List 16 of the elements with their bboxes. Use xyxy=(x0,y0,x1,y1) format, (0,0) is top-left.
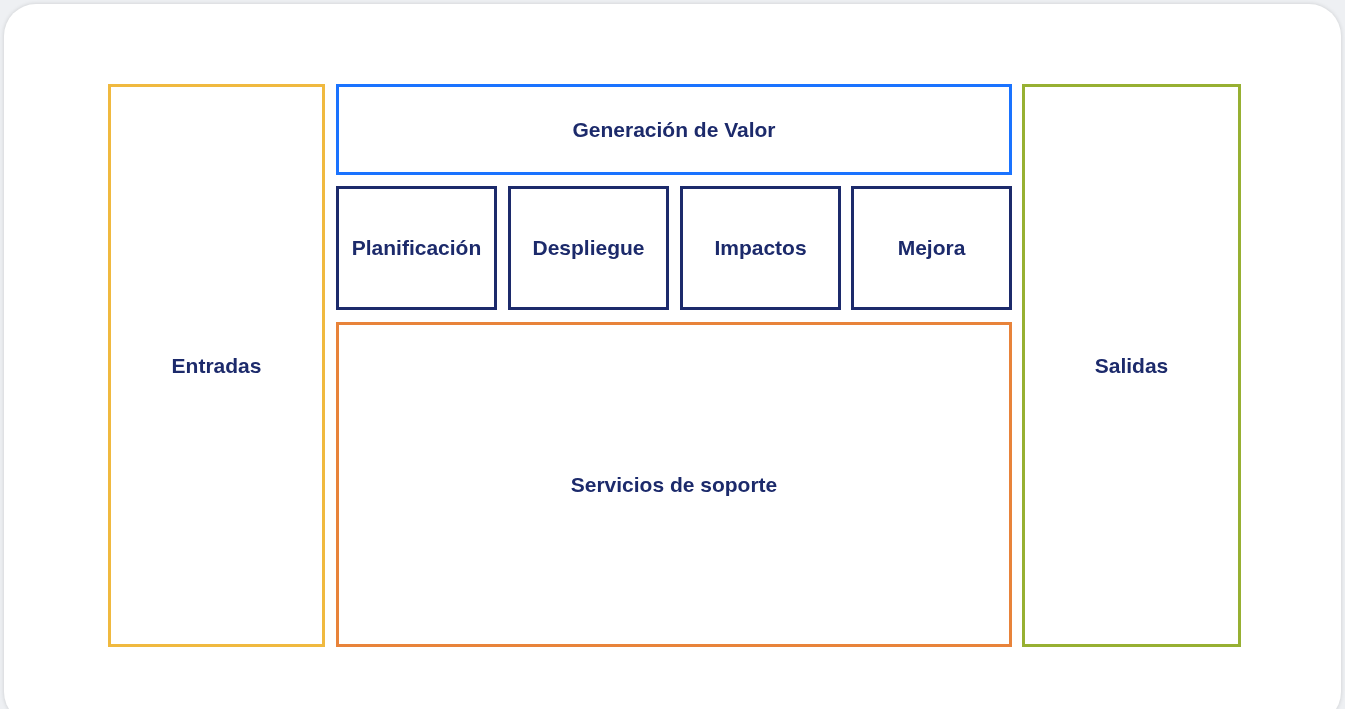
step-label: Planificación xyxy=(351,236,482,260)
inputs-panel xyxy=(108,84,325,647)
step-box xyxy=(508,186,669,310)
step-label: Impactos xyxy=(714,236,807,260)
support-panel xyxy=(336,322,1012,647)
panel-title: Entradas xyxy=(171,353,262,378)
panel-title: Servicios de soporte xyxy=(570,472,778,497)
outputs-panel xyxy=(1022,84,1241,647)
panel-title: Generación de Valor xyxy=(572,117,776,142)
step-box xyxy=(336,186,497,310)
step-box xyxy=(851,186,1012,310)
step-label: Despliegue xyxy=(532,236,645,260)
panel-title: Salidas xyxy=(1094,353,1169,378)
step-label: Mejora xyxy=(897,236,966,260)
value-panel xyxy=(336,84,1012,175)
step-box xyxy=(680,186,841,310)
